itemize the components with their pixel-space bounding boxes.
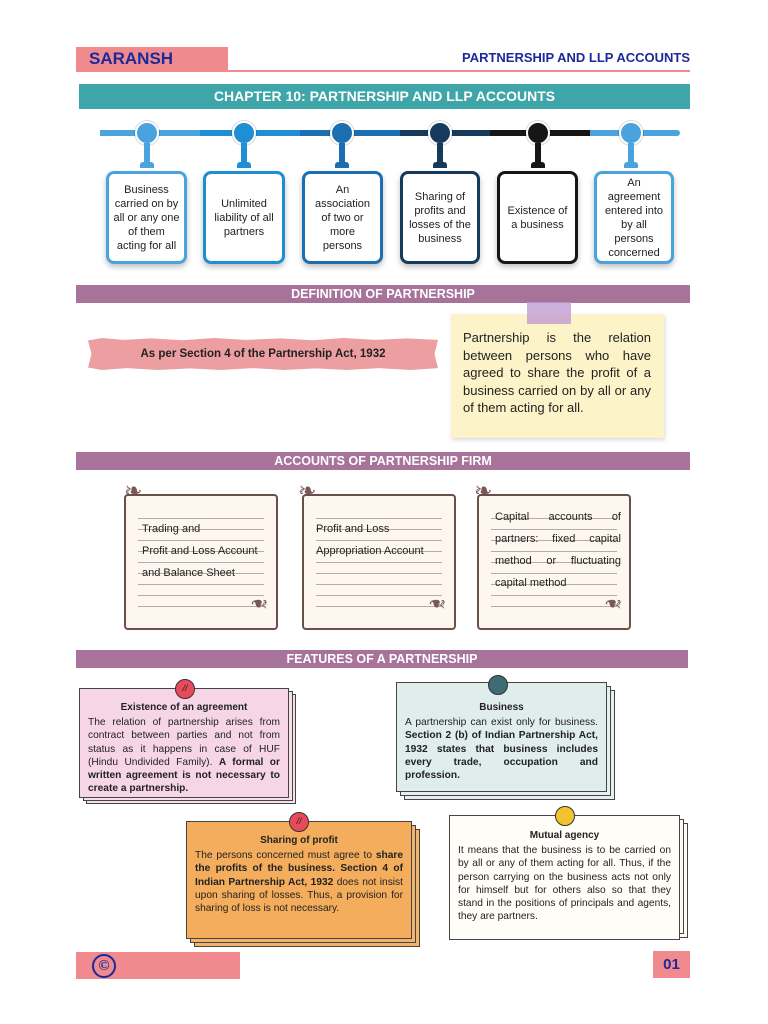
pin-icon — [488, 675, 508, 695]
feature-text-plain: does not insist upon sharing of losses. … — [195, 876, 403, 915]
feature-text: The persons concerned must agree to shar… — [195, 849, 403, 915]
sticky-tape — [527, 302, 571, 324]
pin-icon — [555, 806, 575, 826]
feature-text: The relation of partnership arises from … — [88, 716, 280, 795]
timeline-pin — [526, 121, 550, 145]
page-number: 01 — [653, 951, 690, 978]
header-divider — [76, 70, 690, 72]
account-line: partners: fixed capital — [495, 533, 621, 545]
feature-text-plain: The relation of partnership arises from … — [88, 717, 280, 768]
feature-text: It means that the business is to be carr… — [458, 845, 671, 923]
timeline-box: Business carried on by all or any one of… — [106, 171, 187, 264]
timeline-box-text: An agreement entered into by all persons… — [604, 176, 664, 259]
timeline-pin-foot — [237, 162, 251, 168]
timeline-pin — [135, 121, 159, 145]
feature-text-plain: The persons concerned must agree to — [195, 850, 376, 862]
feature-title: Sharing of profit — [260, 835, 338, 846]
feature-text-bold: share the profits of the business. Secti… — [195, 850, 403, 888]
scroll-curl-icon: ❧ — [250, 591, 269, 616]
timeline-pin-stem — [144, 143, 150, 165]
section-heading-accounts: ACCOUNTS OF PARTNERSHIP FIRM — [76, 452, 690, 470]
timeline-box-text: Existence of a business — [507, 204, 568, 231]
timeline-pin-foot — [140, 162, 154, 168]
timeline-box: An agreement entered into by all persons… — [594, 171, 674, 264]
definition-source-label: As per Section 4 of the Partnership Act,… — [88, 338, 438, 370]
scroll-curl-icon: ❧ — [298, 478, 317, 503]
timeline-box-text: Unlimited liability of all partners — [214, 197, 274, 238]
timeline-pin-foot — [433, 162, 447, 168]
note-lines: Trading and Profit and Loss Account and … — [138, 508, 264, 616]
account-line: Capital accounts of — [495, 511, 621, 523]
scroll-curl-icon: ❧ — [474, 478, 493, 503]
account-line: Profit and Loss Account — [142, 545, 258, 557]
feature-title: Business — [479, 702, 524, 713]
section-heading-definition: DEFINITION OF PARTNERSHIP — [76, 285, 690, 303]
timeline-pin-stem — [535, 143, 541, 165]
account-note-text: Trading and Profit and Loss Account and … — [142, 518, 258, 584]
feature-card-agreement: Existence of an agreement The relation o… — [79, 688, 289, 798]
pin-icon: // — [289, 812, 309, 832]
timeline-box-text: Sharing of profits and losses of the bus… — [409, 190, 471, 245]
feature-text: A partnership can exist only for busines… — [405, 716, 598, 782]
timeline-box-text: An association of two or more persons — [314, 183, 371, 252]
account-line: Trading and — [142, 523, 201, 535]
brand-label: SARANSH — [76, 47, 228, 71]
note-lines: Profit and Loss Appropriation Account — [316, 508, 442, 616]
timeline-pin-foot — [624, 162, 638, 168]
timeline-box: Unlimited liability of all partners — [203, 171, 285, 264]
timeline-pin-stem — [241, 143, 247, 165]
header-title: PARTNERSHIP AND LLP ACCOUNTS — [462, 50, 690, 65]
feature-card-agency: Mutual agency It means that the business… — [449, 815, 680, 940]
account-line: method or fluctuating — [495, 555, 621, 567]
account-line: Appropriation Account — [316, 545, 424, 557]
feature-title: Existence of an agreement — [120, 702, 248, 713]
pin-icon: // — [175, 679, 195, 699]
timeline-pin — [428, 121, 452, 145]
timeline-pin-stem — [628, 143, 634, 165]
scroll-curl-icon: ❧ — [124, 478, 143, 503]
account-line: and Balance Sheet — [142, 567, 235, 579]
timeline-box: Sharing of profits and losses of the bus… — [400, 171, 480, 264]
feature-card-business: Business A partnership can exist only fo… — [396, 682, 607, 792]
timeline-pin — [330, 121, 354, 145]
feature-card-profit: Sharing of profit The persons concerned … — [186, 821, 412, 939]
feature-title: Mutual agency — [529, 830, 600, 841]
account-note: Profit and Loss Appropriation Account — [302, 494, 456, 630]
feature-text-plain: A partnership can exist only for busines… — [405, 717, 598, 729]
timeline-pin-stem — [437, 143, 443, 165]
timeline-box-text: Business carried on by all or any one of… — [113, 183, 180, 252]
account-note: Capital accounts of partners: fixed capi… — [477, 494, 631, 630]
timeline-pin-foot — [531, 162, 545, 168]
section-heading-features: FEATURES OF A PARTNERSHIP — [76, 650, 688, 668]
timeline-pin — [619, 121, 643, 145]
timeline-pin-foot — [335, 162, 349, 168]
definition-text: Partnership is the relation between pers… — [463, 330, 651, 415]
timeline-pin-stem — [339, 143, 345, 165]
account-note-text: Capital accounts of partners: fixed capi… — [495, 506, 621, 594]
feature-text-bold: Section 2 (b) of Indian Partnership Act,… — [405, 730, 598, 782]
timeline-box: Existence of a business — [497, 171, 578, 264]
account-note: Trading and Profit and Loss Account and … — [124, 494, 278, 630]
account-line: Profit and Loss — [316, 523, 390, 535]
chapter-title: CHAPTER 10: PARTNERSHIP AND LLP ACCOUNTS — [79, 84, 690, 109]
note-lines: Capital accounts of partners: fixed capi… — [491, 508, 621, 616]
definition-sticky-note: Partnership is the relation between pers… — [451, 314, 664, 438]
account-note-text: Profit and Loss Appropriation Account — [316, 518, 424, 562]
account-line: capital method — [495, 577, 567, 589]
feature-text-bold: A formal or written agreement is not nec… — [88, 756, 280, 795]
scroll-curl-icon: ❧ — [604, 591, 623, 616]
copyright-icon: © — [92, 954, 116, 978]
timeline-box: An association of two or more persons — [302, 171, 383, 264]
scroll-curl-icon: ❧ — [428, 591, 447, 616]
timeline-pin — [232, 121, 256, 145]
